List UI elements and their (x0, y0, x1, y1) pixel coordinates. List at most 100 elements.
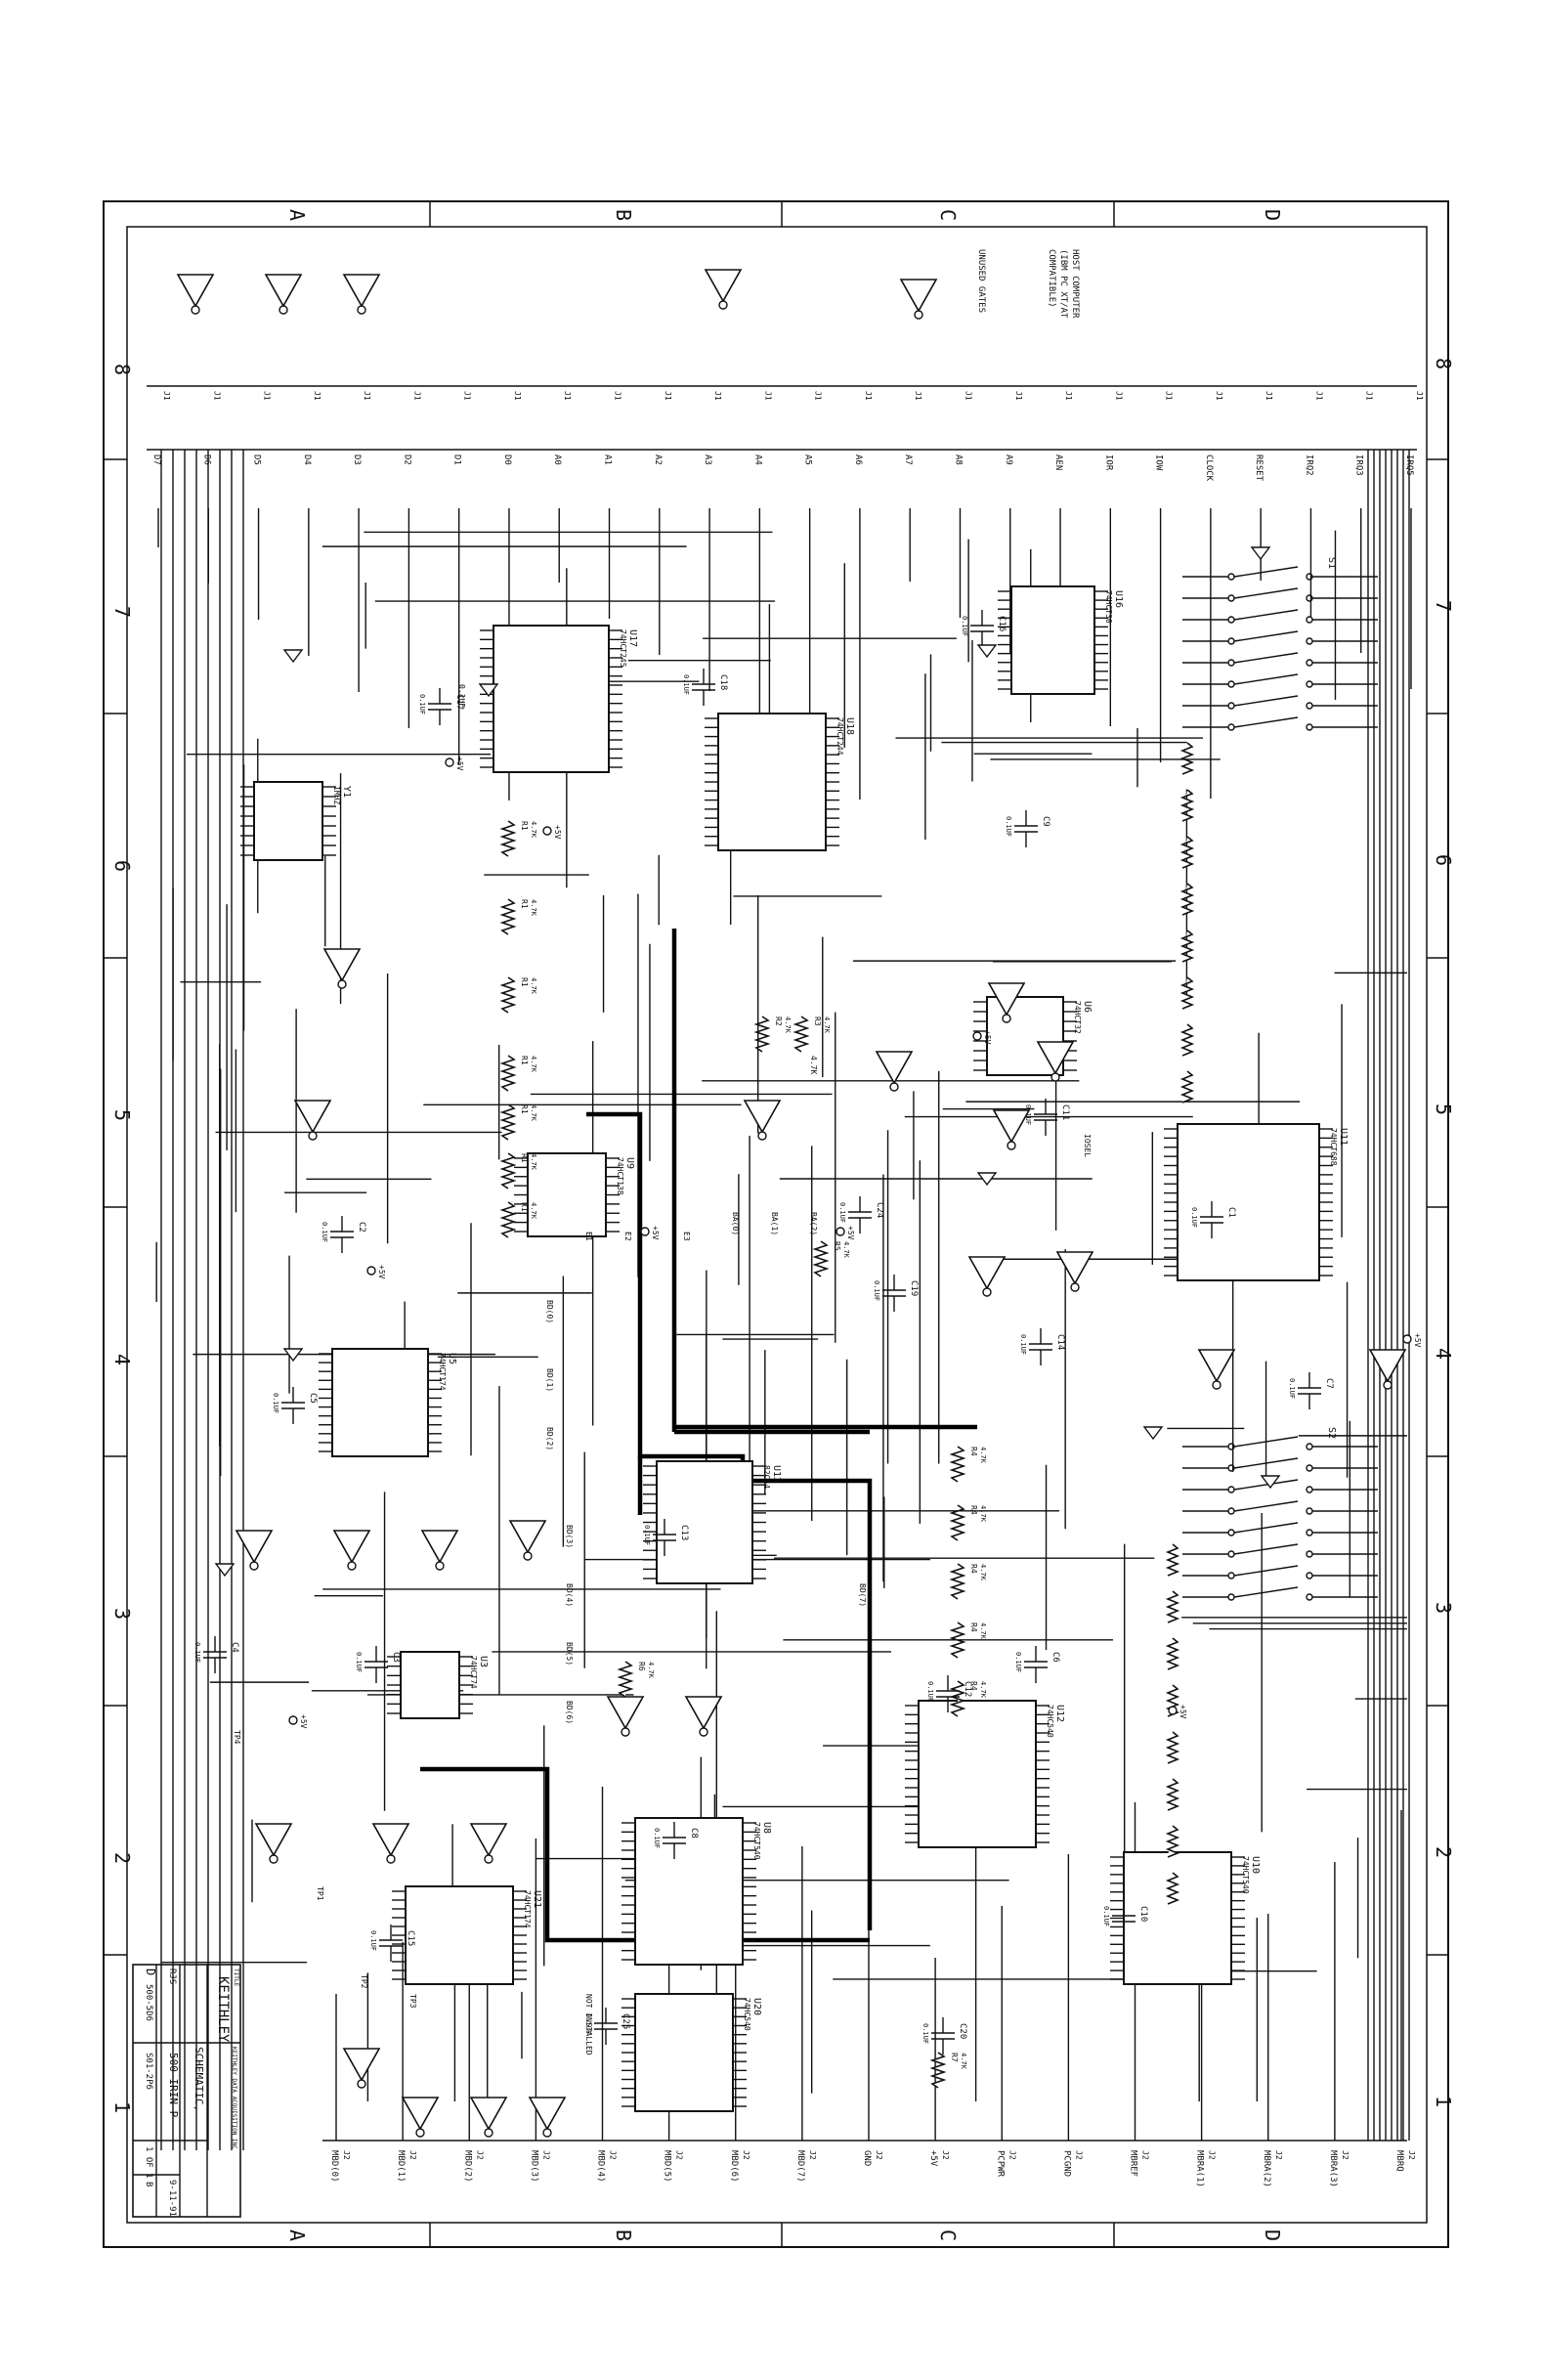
j1-label: A6 (853, 454, 863, 465)
net-label: BA(1) (770, 1212, 779, 1235)
gate-bubble (1007, 1141, 1016, 1150)
j1-label: A9 (1004, 454, 1013, 465)
j2-label: MBD(6) (729, 2150, 739, 2183)
note-host-3: COMPATIBLE) (1047, 249, 1056, 308)
resistor-pack-a (1179, 1023, 1195, 1057)
doc-number: 500-5D6 (144, 1984, 153, 2021)
j2-pin-ref: J2 (342, 2150, 351, 2160)
capacitor-ref: C8 (689, 1828, 699, 1839)
logic-gate (1197, 1349, 1236, 1383)
j2-label: MBD(3) (529, 2150, 538, 2183)
logic-gate (987, 982, 1026, 1017)
j2-label: MBREF (1129, 2150, 1138, 2177)
j1-label: A8 (953, 454, 963, 465)
j1-pin-ref: J1 (664, 391, 672, 401)
chip-ref: U9 (624, 1157, 635, 1169)
j2-label: MBRA(3) (1328, 2150, 1338, 2187)
vcc-label: +5V (1179, 1705, 1187, 1719)
gate-bubble (308, 1131, 318, 1141)
chip-ref: U11 (1338, 1128, 1349, 1146)
capacitor-c4: C40.1UF (193, 1636, 239, 1673)
net-label: E2 (623, 1232, 632, 1241)
vcc-label: +5V (299, 1714, 308, 1729)
resistor-pack-a (1179, 883, 1195, 916)
logic-gate (235, 1530, 274, 1564)
capacitor-c8: C8 0.1UF (653, 1822, 699, 1859)
resistor-pack-b (1165, 1637, 1180, 1670)
vcc-terminal (366, 1266, 376, 1276)
j1-pin-ref: J1 (1264, 391, 1273, 401)
resistor-ref: R6 (637, 1662, 646, 1671)
gate-bubble (484, 1854, 493, 1864)
capacitor-ref: C24 (875, 1202, 884, 1218)
zone-col-6-left: 6 (110, 860, 134, 872)
ground-symbol (478, 683, 499, 698)
capacitor-value: 0.1UF (838, 1202, 846, 1223)
j2-pin-ref: J2 (675, 2150, 684, 2160)
j1-pin-ref: J1 (463, 391, 472, 401)
resistor-pack-b (1165, 1872, 1180, 1905)
j1-label: D3 (352, 454, 362, 465)
capacitor-c9: C90.1UF (1005, 810, 1050, 847)
resistor-value: 4.7K (979, 1505, 987, 1523)
chip-ref: U17 (627, 629, 638, 647)
vcc-terminal (542, 826, 552, 836)
resistor-ref: R4 (969, 1505, 978, 1515)
capacitor-value: 0.1UF (961, 616, 968, 636)
resistor-pack-a (1179, 742, 1195, 775)
j1-pin-ref: J1 (412, 391, 421, 401)
vcc-label: +5V (651, 1226, 660, 1240)
capacitor-value: 0.1UF (653, 1828, 661, 1848)
gate-bubble (982, 1287, 992, 1297)
gate-bubble (1212, 1380, 1222, 1390)
capacitor-ref: C18 (718, 674, 728, 690)
gate-bubble (415, 2128, 425, 2138)
j1-label: D4 (302, 454, 312, 465)
resistor-pack-b (1165, 1543, 1180, 1577)
chip-part: 74HCT688 (1329, 1128, 1338, 1166)
j1-label: D7 (151, 454, 161, 465)
net-label: BA(2) (809, 1212, 818, 1235)
vcc-terminal (1402, 1334, 1412, 1344)
capacitor-value: 0.1UF (682, 674, 690, 695)
gate-bubble (249, 1561, 259, 1571)
resistor-ref: R1 (520, 1056, 529, 1065)
logic-gate (704, 269, 743, 303)
switch-ref: S2 (1326, 1427, 1337, 1439)
j1-pin-ref: J1 (212, 391, 221, 401)
j2-label: MBRQ (1394, 2150, 1404, 2172)
zone-row-a-top: A (285, 209, 309, 221)
resistor-ref: R4 (969, 1623, 978, 1632)
j2-pin-ref: J2 (1274, 2150, 1283, 2160)
logic-gate (469, 2097, 508, 2131)
chip-part: 74HC540 (743, 1998, 751, 2031)
vcc-label: +5V (377, 1265, 386, 1279)
j1-label: D1 (452, 454, 462, 465)
chip-ref: U13 (771, 1465, 782, 1483)
j2-pin-ref: J2 (742, 2150, 750, 2160)
j1-label: IRQ3 (1354, 454, 1364, 476)
note-unused-gates: UNUSED GATES (976, 249, 986, 313)
vcc-label: +5V (455, 757, 464, 771)
net-label: BD(7) (858, 1583, 867, 1607)
logic-gate (254, 1823, 293, 1857)
chip-part: 74HCT540 (752, 1822, 761, 1860)
j2-pin-ref: J2 (875, 2150, 883, 2160)
gate-bubble (357, 2079, 366, 2089)
capacitor-ref: C20 (958, 2023, 967, 2039)
resistor-ref: R3 (813, 1017, 822, 1026)
j1-pin-ref: J1 (614, 391, 622, 401)
logic-gate (264, 274, 303, 308)
zone-col-1-left: 1 (110, 2101, 134, 2113)
net-label: TP1 (316, 1886, 324, 1901)
resistor-pack-b (1165, 1825, 1180, 1858)
